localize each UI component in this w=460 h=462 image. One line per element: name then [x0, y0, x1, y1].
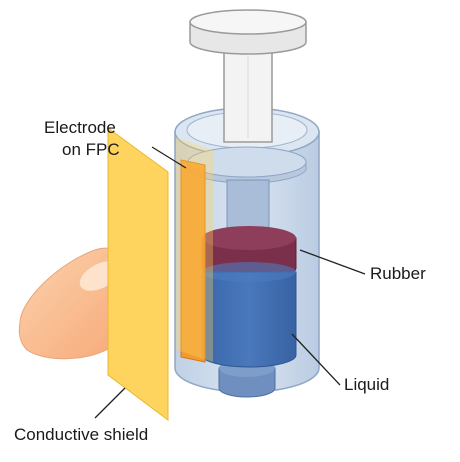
- conductive-shield: [107, 127, 169, 421]
- liquid-label: Liquid: [344, 375, 390, 394]
- plunger-rod: [223, 51, 273, 143]
- rubber-leader: [299, 249, 366, 275]
- liquid-column: [201, 262, 297, 368]
- electrode-label-line1: Electrode: [44, 118, 116, 137]
- liquid-leader: [291, 333, 341, 386]
- shield-leader: [94, 387, 126, 419]
- electrode-leader: [151, 146, 187, 169]
- rubber-label: Rubber: [370, 264, 426, 283]
- plunger-cap: [189, 9, 307, 55]
- electrode-film: [176, 137, 213, 362]
- electrode-strip: [180, 159, 206, 363]
- inner-rod: [226, 179, 270, 229]
- conductive-shield-label: Conductive shield: [14, 425, 149, 444]
- electrode-label-line2: on FPC: [62, 140, 120, 159]
